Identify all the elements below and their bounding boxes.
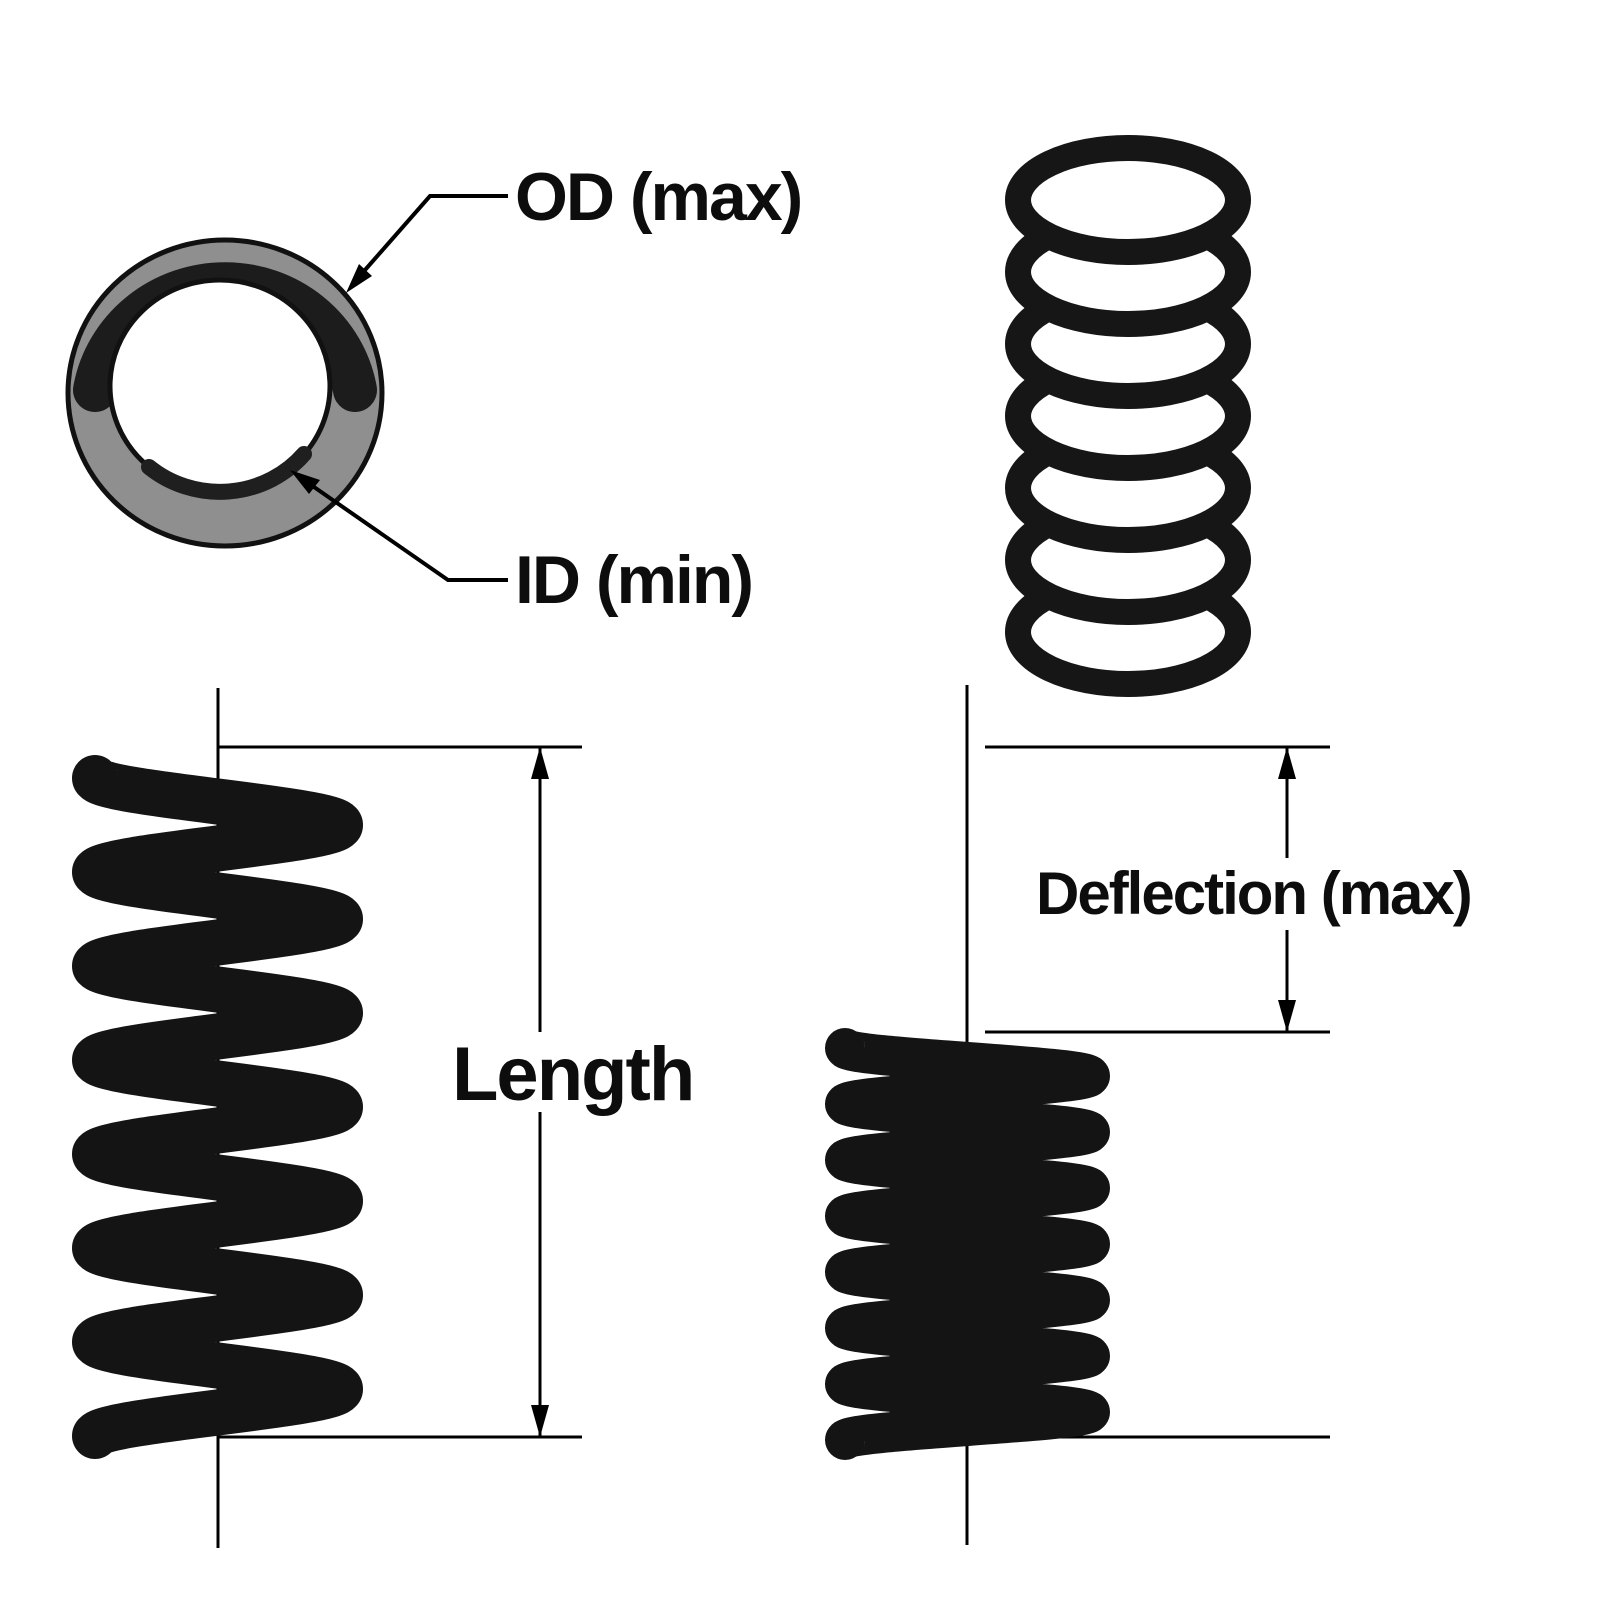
id-min-label: ID (min) bbox=[515, 542, 752, 618]
length-arrow-down bbox=[531, 1405, 549, 1437]
deflection-arrow-up bbox=[1278, 747, 1296, 779]
coil bbox=[1005, 135, 1251, 265]
id-leader bbox=[290, 470, 508, 582]
id-arrowhead bbox=[290, 470, 320, 494]
spring-isometric bbox=[1005, 135, 1251, 697]
od-arrowhead bbox=[346, 264, 372, 293]
deflection-max-label: Deflection (max) bbox=[1036, 860, 1471, 927]
spring-top-view bbox=[65, 237, 385, 549]
deflection-arrow-down bbox=[1278, 1000, 1296, 1032]
od-leader bbox=[346, 194, 508, 293]
spring-free-length bbox=[71, 755, 364, 1459]
spring-compressed bbox=[824, 1028, 1111, 1460]
length-label-mask bbox=[446, 1032, 696, 1112]
ring-inner-shading bbox=[141, 446, 312, 500]
length-arrow-up bbox=[531, 747, 549, 779]
deflection-label-mask bbox=[1030, 858, 1564, 930]
od-max-label: OD (max) bbox=[515, 159, 801, 235]
length-label: Length bbox=[452, 1032, 693, 1117]
